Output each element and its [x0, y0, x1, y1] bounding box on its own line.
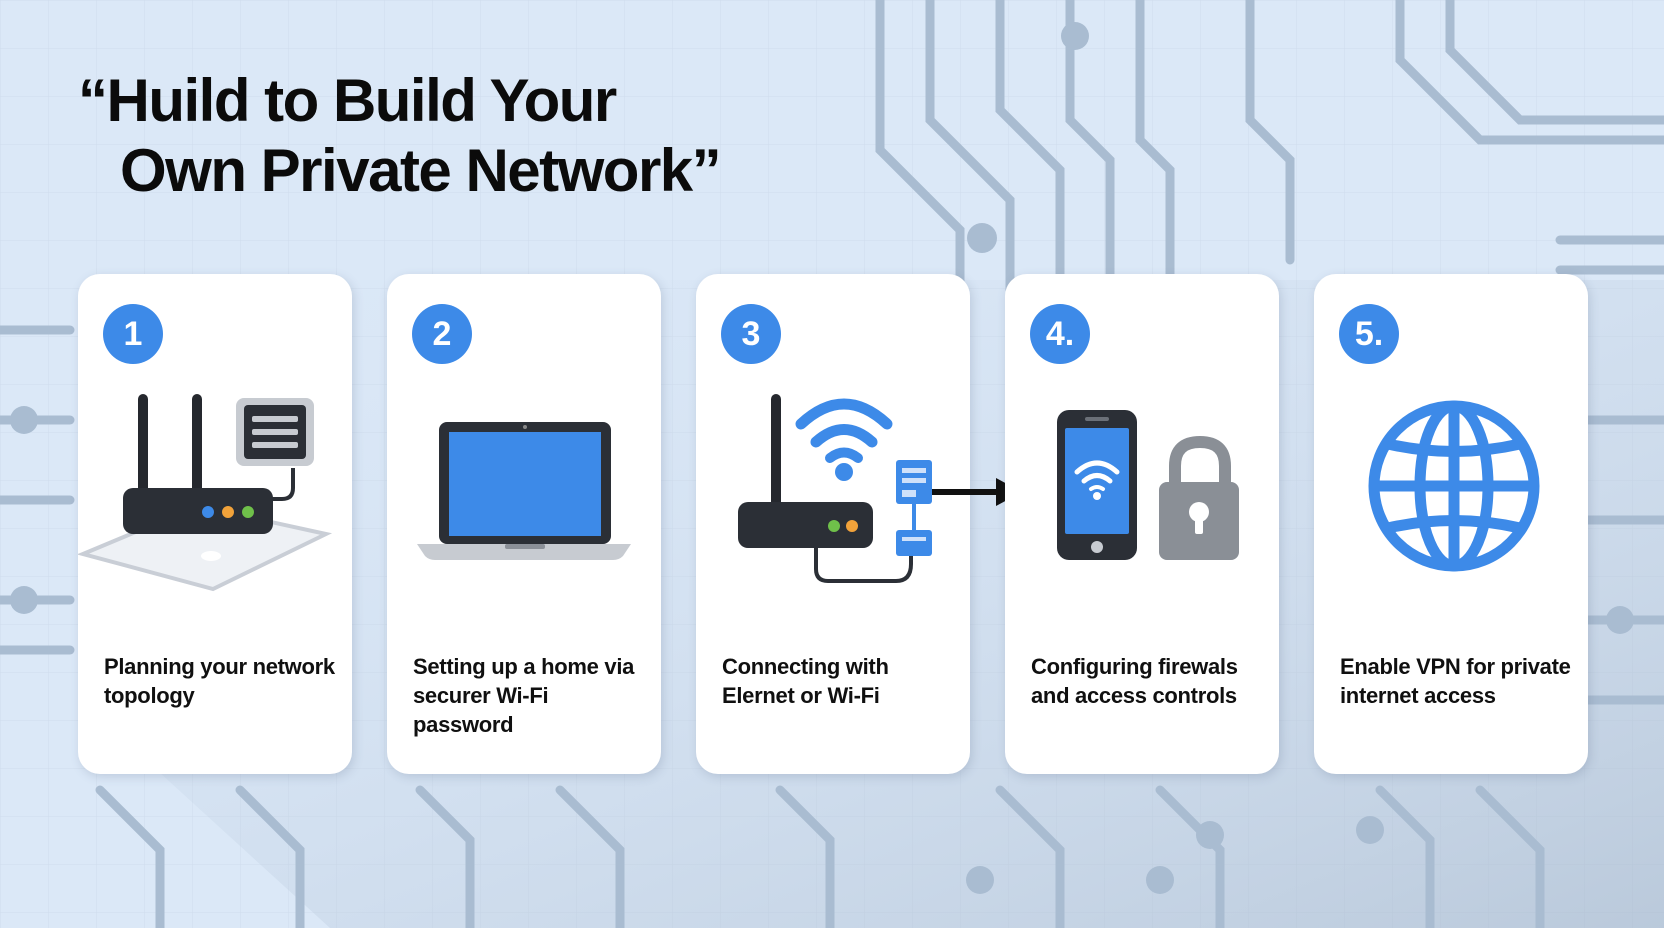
step-number-badge: 1	[103, 304, 163, 364]
step-card-5: 5. Enable VPN for private internet acces…	[1314, 274, 1588, 774]
title-line-1: “Huild to Build Your	[78, 67, 617, 134]
router-wifi-icon	[738, 394, 1022, 583]
steps-row: 1 Planning your network topology 2	[78, 274, 1588, 774]
step-number-badge: 4.	[1030, 304, 1090, 364]
step-label: Setting up a home via securer Wi-Fi pass…	[413, 654, 635, 737]
laptop-icon	[417, 422, 631, 560]
step-number-badge: 5.	[1339, 304, 1399, 364]
step-card-1: 1 Planning your network topology	[78, 274, 352, 774]
title-line-2: Own Private Network”	[120, 137, 722, 204]
step-label: Connecting with Elernet or Wi-Fi	[722, 654, 889, 708]
step-label: Configuring firewals and access controls	[1031, 654, 1238, 708]
globe-icon	[1368, 400, 1540, 572]
router-icon	[78, 394, 333, 592]
step-card-3: 3 Connecting with Elernet or Wi-Fi	[696, 274, 1022, 774]
page-title: “Huild to Build Your Own Private Network…	[78, 66, 722, 206]
step-label: Planning your network topology	[104, 654, 335, 708]
step-card-4: 4. Configuring firewals and access contr…	[1005, 274, 1279, 774]
step-number-badge: 2	[412, 304, 472, 364]
phone-lock-icon	[1057, 410, 1239, 560]
step-label: Enable VPN for private internet access	[1340, 654, 1571, 708]
step-card-2: 2 Setting up a home via securer Wi-Fi pa…	[387, 274, 661, 774]
step-number-badge: 3	[721, 304, 781, 364]
